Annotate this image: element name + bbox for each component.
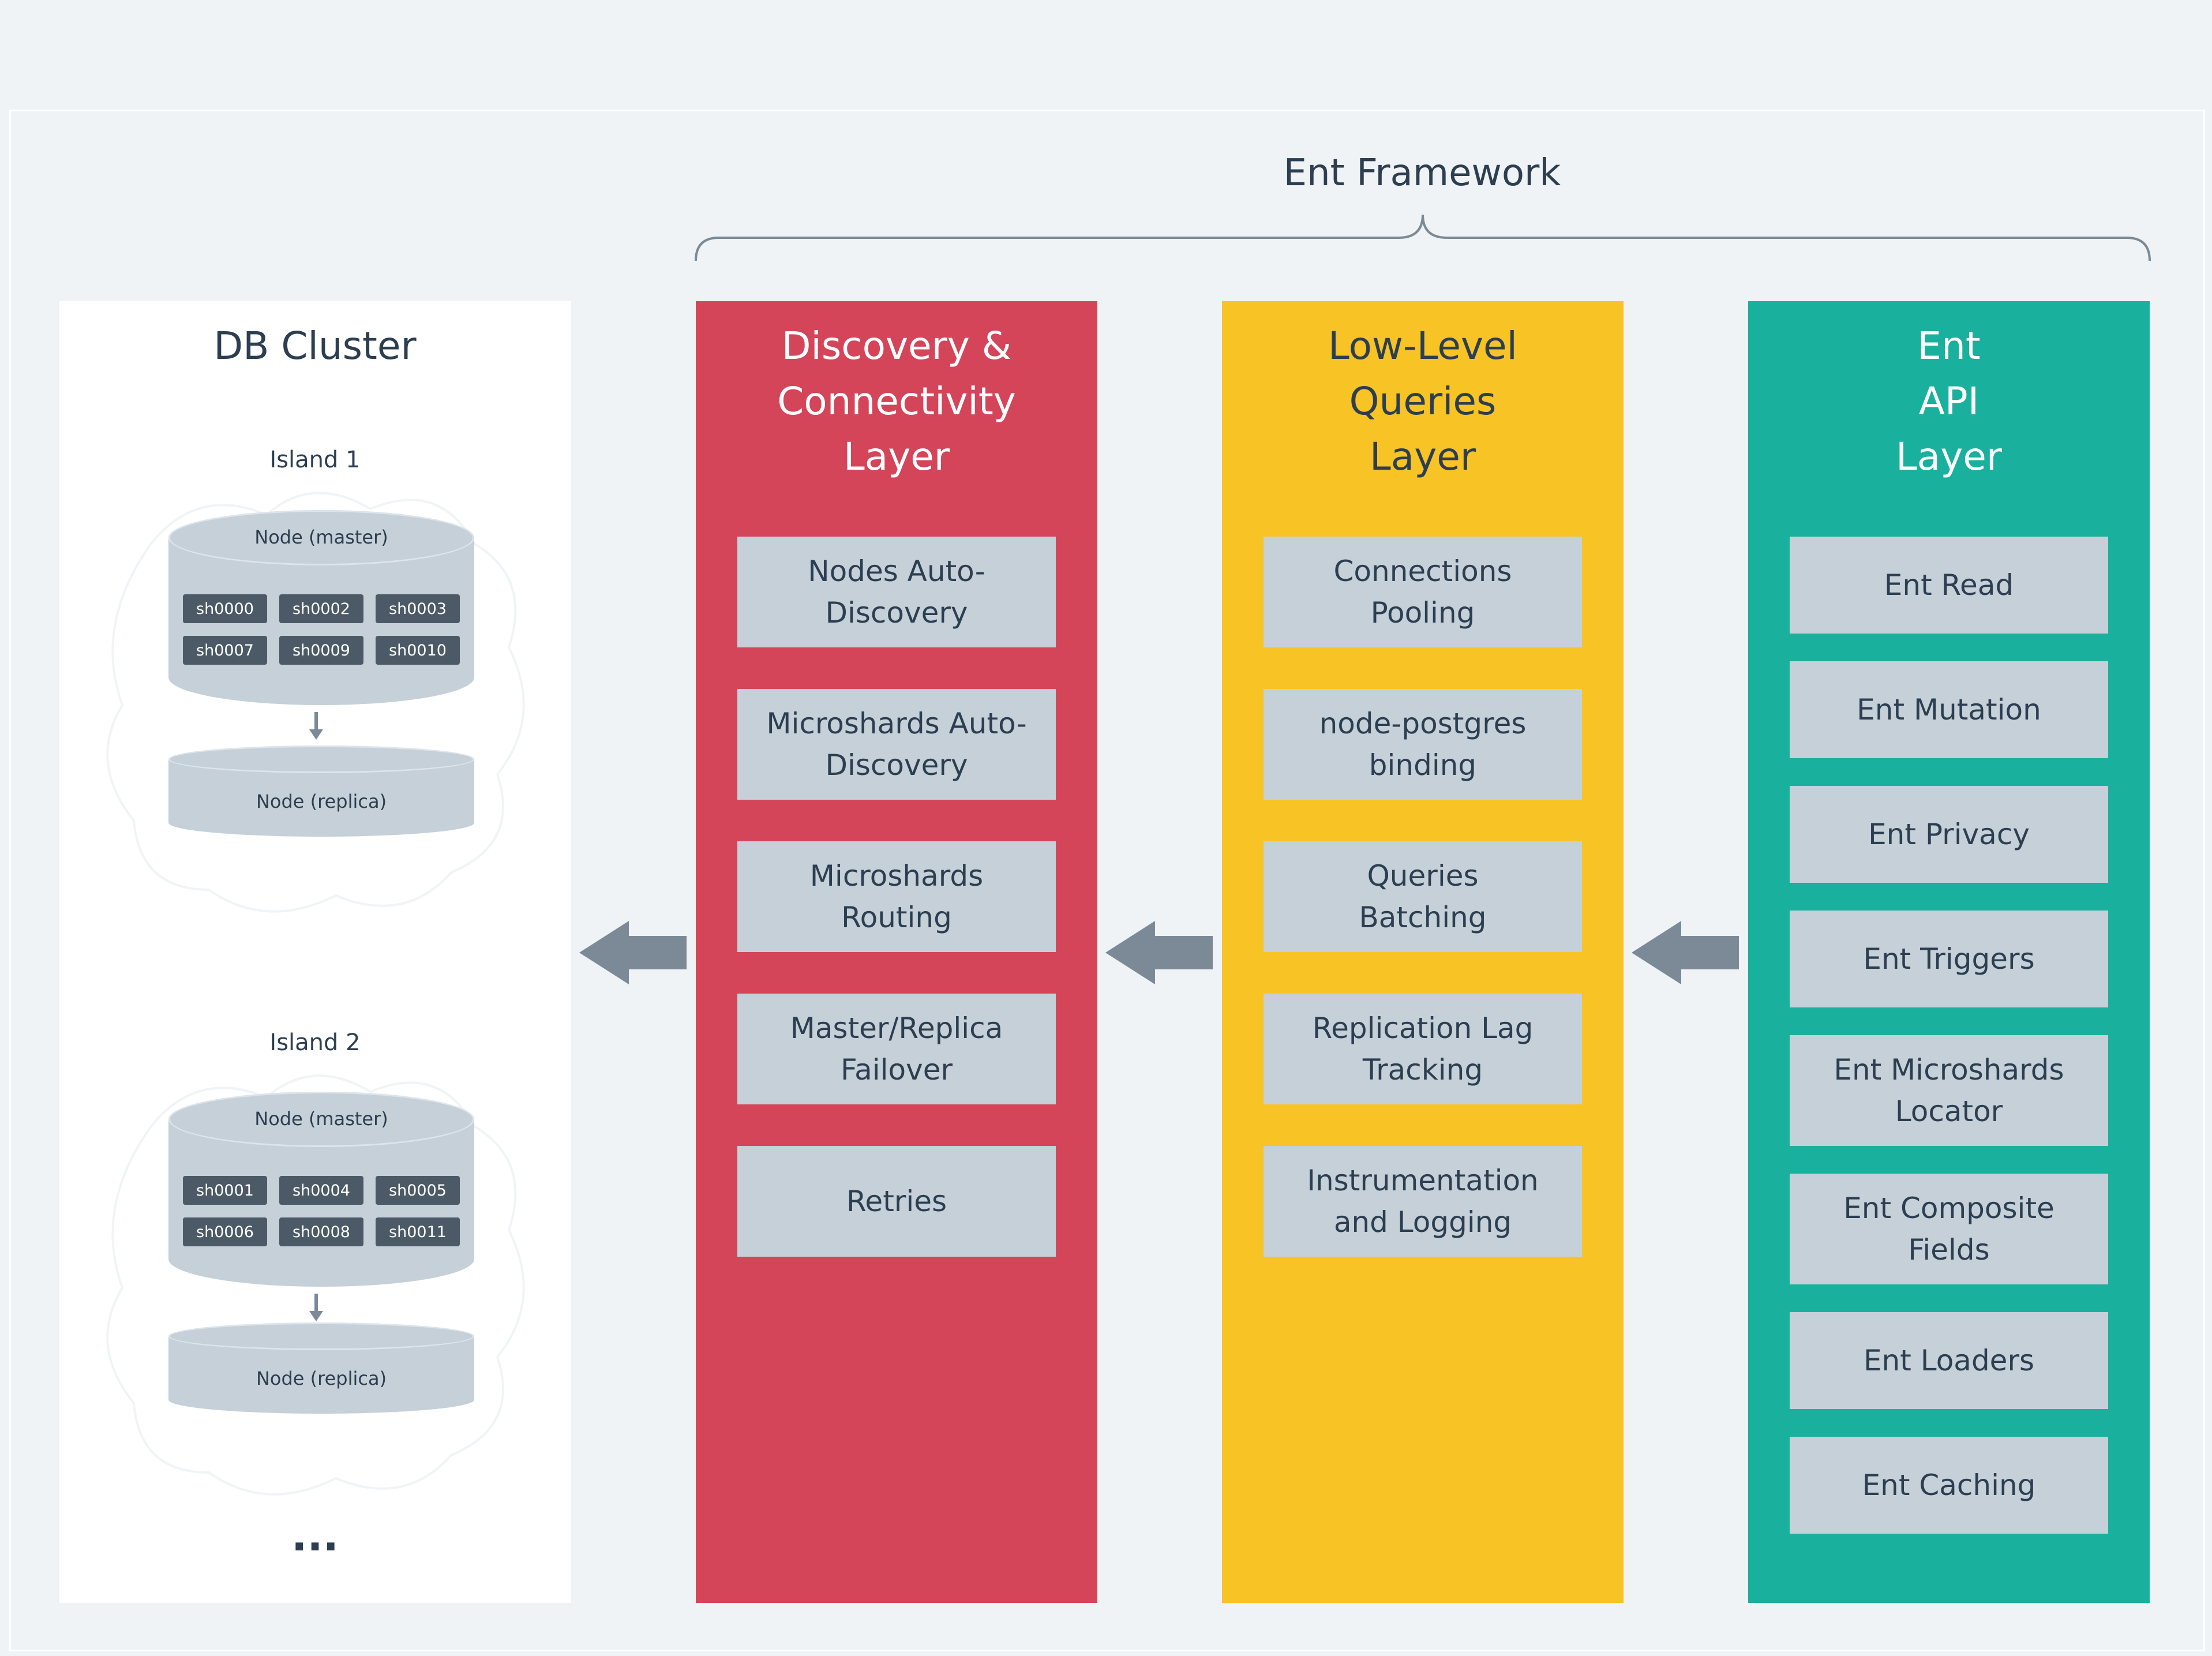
framework-brace	[695, 214, 2151, 261]
island-1-master-node[interactable]: Node (master) sh0000 sh0002 sh0003 sh000…	[168, 510, 474, 706]
master-node-label: Node (master)	[254, 1108, 388, 1130]
layer-item[interactable]: Ent Caching	[1790, 1437, 2108, 1534]
layer-item[interactable]: Microshards Auto- Discovery	[737, 689, 1056, 800]
db-cluster-title: DB Cluster	[213, 324, 417, 368]
layer-item[interactable]: Ent Mutation	[1790, 661, 2108, 758]
layer-item[interactable]: Master/Replica Failover	[737, 994, 1056, 1104]
island-2-master-node[interactable]: Node (master) sh0001 sh0004 sh0005 sh000…	[168, 1092, 474, 1288]
shard-badge: sh0005	[376, 1176, 460, 1205]
shard-badge: sh0007	[183, 636, 267, 665]
layer-item[interactable]: Ent Triggers	[1790, 911, 2108, 1007]
master-cylinder-top	[168, 510, 474, 565]
layer-item[interactable]: Ent Read	[1790, 537, 2108, 634]
left-arrow-icon	[1632, 921, 1739, 984]
shard-badge: sh0011	[376, 1217, 460, 1246]
layer-item[interactable]: Nodes Auto- Discovery	[737, 537, 1056, 647]
replica-node-label: Node (replica)	[256, 1367, 387, 1389]
db-cluster-panel: DB Cluster Island 1 Node (master) sh0000…	[59, 301, 571, 1603]
layer-item[interactable]: Ent Composite Fields	[1790, 1174, 2108, 1284]
shard-badge: sh0000	[183, 594, 267, 623]
layer-item[interactable]: Ent Privacy	[1790, 786, 2108, 883]
diagram-frame	[9, 110, 2205, 1651]
layer-item[interactable]: Connections Pooling	[1264, 537, 1582, 647]
left-arrow-icon	[1105, 921, 1213, 984]
replica-node-label: Node (replica)	[256, 790, 387, 812]
master-node-label: Node (master)	[254, 526, 388, 548]
layer-item[interactable]: Ent Microshards Locator	[1790, 1035, 2108, 1146]
api-layer-title: Ent API Layer	[1895, 324, 2002, 479]
low-level-queries-panel: Low-Level Queries Layer Connections Pool…	[1222, 301, 1624, 1603]
discovery-connectivity-panel: Discovery & Connectivity Layer Nodes Aut…	[696, 301, 1097, 1603]
master-cylinder-top	[168, 1092, 474, 1147]
layer-item[interactable]: Instrumentation and Logging	[1264, 1146, 1582, 1257]
left-arrow-icon	[579, 921, 687, 984]
layer-item[interactable]: Microshards Routing	[737, 841, 1056, 952]
replica-cylinder-top	[168, 1322, 474, 1350]
discovery-layer-title: Discovery & Connectivity Layer	[777, 324, 1016, 479]
island-1-replica-node[interactable]: Node (replica)	[168, 745, 474, 838]
queries-layer-title: Low-Level Queries Layer	[1328, 324, 1517, 479]
layer-item[interactable]: Retries	[737, 1146, 1056, 1257]
framework-title: Ent Framework	[1283, 152, 1561, 194]
island-2-label: Island 2	[269, 1029, 361, 1056]
shard-badge: sh0002	[279, 594, 363, 623]
shard-badge: sh0009	[279, 636, 363, 665]
ent-api-panel: Ent API Layer Ent Read Ent Mutation Ent …	[1748, 301, 2150, 1603]
layer-item[interactable]: Replication Lag Tracking	[1264, 994, 1582, 1104]
island-1-label: Island 1	[269, 447, 361, 473]
layer-item[interactable]: Queries Batching	[1264, 841, 1582, 952]
layer-item[interactable]: node-postgres binding	[1264, 689, 1582, 800]
layer-item[interactable]: Ent Loaders	[1790, 1312, 2108, 1409]
shard-badge: sh0010	[376, 636, 460, 665]
more-islands-ellipsis: ...	[291, 1512, 339, 1560]
shard-badge: sh0008	[279, 1217, 363, 1246]
shard-badge: sh0006	[183, 1217, 267, 1246]
shard-badge: sh0003	[376, 594, 460, 623]
replica-cylinder-top	[168, 745, 474, 773]
down-arrow-icon	[309, 1294, 323, 1321]
down-arrow-icon	[309, 712, 323, 740]
island-2-replica-node[interactable]: Node (replica)	[168, 1322, 474, 1415]
shard-badge: sh0004	[279, 1176, 363, 1205]
shard-badge: sh0001	[183, 1176, 267, 1205]
